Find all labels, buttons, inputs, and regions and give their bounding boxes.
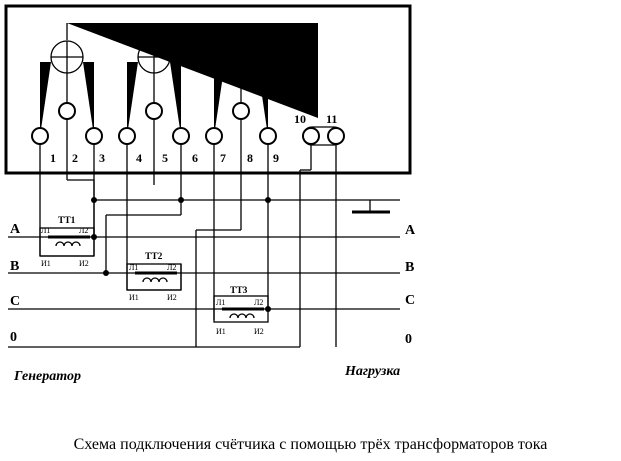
- bus-label-0-left: 0: [10, 330, 17, 345]
- transformer-tt3: [195, 119, 269, 347]
- meter-element-3: [214, 23, 268, 136]
- terminal-number-9: 9: [273, 151, 279, 165]
- terminal-number-3: 3: [99, 151, 105, 165]
- terminal-number-1: 1: [50, 151, 56, 165]
- meter-internal-top-wire: [67, 23, 318, 118]
- transformer-tt1: [39, 119, 95, 257]
- bus-label-a-right: A: [405, 223, 416, 238]
- diagram-caption: Схема подключения счётчика с помощью трё…: [73, 436, 548, 453]
- voltage-wiring: [91, 144, 400, 312]
- bus-label-b-left: B: [10, 259, 19, 274]
- tt3-l2: Л2: [254, 298, 263, 307]
- terminal-number-5: 5: [162, 151, 168, 165]
- tt3-name: ТТ3: [230, 286, 248, 296]
- tt1-name: ТТ1: [58, 216, 76, 226]
- meter-housing: [4, 4, 412, 175]
- tt1-i1: И1: [41, 259, 51, 268]
- bus-label-b-right: B: [405, 260, 414, 275]
- tt2-l1: Л1: [129, 263, 138, 272]
- tt2-i1: И1: [129, 293, 139, 302]
- tt3-l1: Л1: [216, 298, 225, 307]
- transformer-tt2: [126, 119, 182, 291]
- tt3-i2: И2: [254, 327, 264, 336]
- terminal-number-11: 11: [326, 112, 337, 126]
- tt2-name: ТТ2: [145, 252, 163, 262]
- terminal-number-2: 2: [72, 151, 78, 165]
- tt1-l2: Л2: [79, 226, 88, 235]
- bus-label-c-left: C: [10, 294, 20, 309]
- tt2-l2: Л2: [167, 263, 176, 272]
- tt3-i1: И1: [216, 327, 226, 336]
- generator-label: Генератор: [13, 369, 81, 384]
- meter-element-2: [127, 23, 181, 136]
- terminal-number-7: 7: [220, 151, 226, 165]
- bus-label-c-right: C: [405, 293, 415, 308]
- terminal-number-4: 4: [136, 151, 142, 165]
- tt1-l1: Л1: [41, 226, 50, 235]
- meter-element-1: [40, 23, 94, 136]
- load-label: Нагрузка: [344, 364, 400, 379]
- bus-label-0-right: 0: [405, 332, 412, 347]
- terminal-row: [31, 126, 345, 146]
- terminal-number-10: 10: [294, 112, 306, 126]
- tt2-i2: И2: [167, 293, 177, 302]
- terminal-number-8: 8: [247, 151, 253, 165]
- terminal-number-6: 6: [192, 151, 198, 165]
- bus-label-a-left: A: [10, 222, 21, 237]
- neutral-wiring: [299, 144, 390, 347]
- tt1-i2: И2: [79, 259, 89, 268]
